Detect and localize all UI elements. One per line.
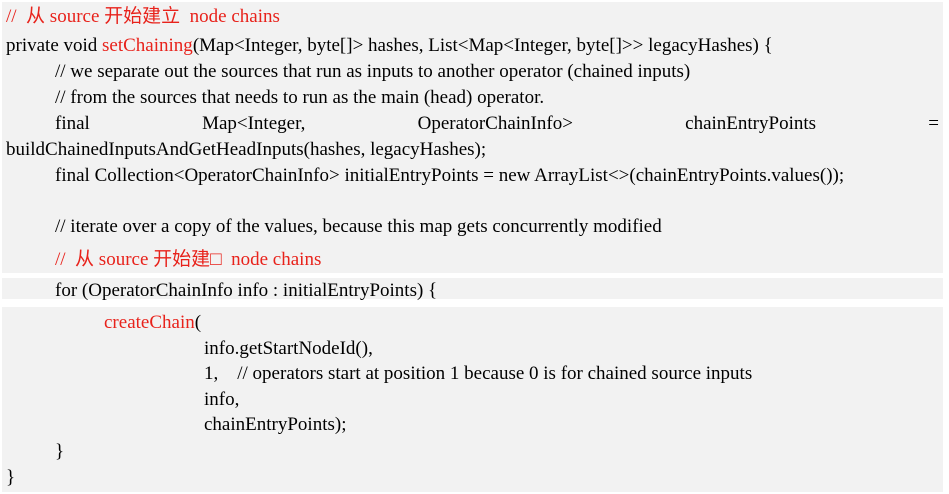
- chain-entry-points-declaration: final Map<Integer, OperatorChainInfo> ch…: [55, 111, 939, 137]
- for-loop-line: for (OperatorChainInfo info : initialEnt…: [55, 280, 438, 301]
- initial-entry-points-line: final Collection<OperatorChainInfo> init…: [55, 165, 845, 186]
- decl-word: Map<Integer,: [202, 113, 306, 134]
- create-chain-call: createChain(: [104, 310, 201, 336]
- decl-word: final: [55, 113, 90, 134]
- close-method-brace: }: [6, 467, 16, 488]
- close-for-brace: }: [55, 441, 65, 462]
- argument-start-node-id: info.getStartNodeId(),: [204, 338, 373, 359]
- signature-params: (Map<Integer, byte[]> hashes, List<Map<I…: [192, 35, 773, 56]
- divider-bottom: [0, 302, 949, 307]
- argument-position: 1, // operators start at position 1 beca…: [204, 363, 753, 384]
- argument-chain-entry-points: chainEntryPoints);: [204, 414, 347, 435]
- method-signature: private void setChaining(Map<Integer, by…: [6, 33, 773, 59]
- declaration-continuation: buildChainedInputsAndGetHeadInputs(hashe…: [6, 139, 487, 160]
- signature-prefix: private void: [6, 35, 103, 56]
- comment-head-operator: // from the sources that needs to run as…: [55, 87, 545, 108]
- decl-word: OperatorChainInfo>: [417, 113, 573, 134]
- comment-start-from-source: // 从 source 开始建立 node chains: [6, 6, 280, 27]
- divider-top: [0, 273, 949, 278]
- method-name: setChaining: [102, 35, 193, 56]
- comment-start-from-source-2: // 从 source 开始建□ node chains: [55, 249, 322, 270]
- call-open-paren: (: [194, 312, 202, 333]
- decl-word: =: [928, 113, 939, 134]
- decl-word: chainEntryPoints: [685, 113, 817, 134]
- code-block-bottom: [2, 306, 943, 492]
- comment-iterate-copy: // iterate over a copy of the values, be…: [55, 216, 662, 237]
- code-block-top: [2, 2, 943, 299]
- comment-separate-sources: // we separate out the sources that run …: [55, 61, 691, 82]
- create-chain-method: createChain: [104, 312, 195, 333]
- argument-info: info,: [204, 389, 240, 410]
